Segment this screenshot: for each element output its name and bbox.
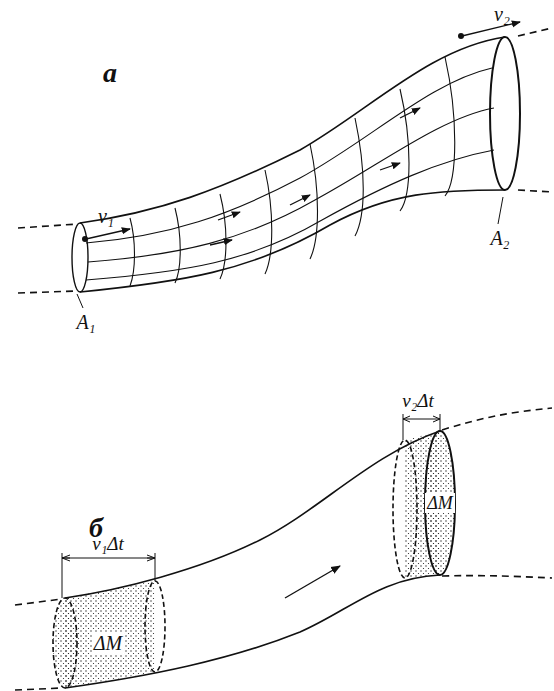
quantity-label: ΔM (92, 632, 124, 654)
panel-letter: а (101, 58, 119, 88)
quantity-label: v₁ (96, 205, 116, 227)
quantity-label: v₂ (492, 3, 512, 25)
quantity-label: A₂ (488, 227, 511, 249)
quantity-label: v₂Δt (400, 390, 435, 411)
quantity-label: v₁Δt (90, 533, 125, 554)
quantity-label: A₁ (74, 311, 97, 333)
quantity-label: ΔM (425, 493, 455, 513)
